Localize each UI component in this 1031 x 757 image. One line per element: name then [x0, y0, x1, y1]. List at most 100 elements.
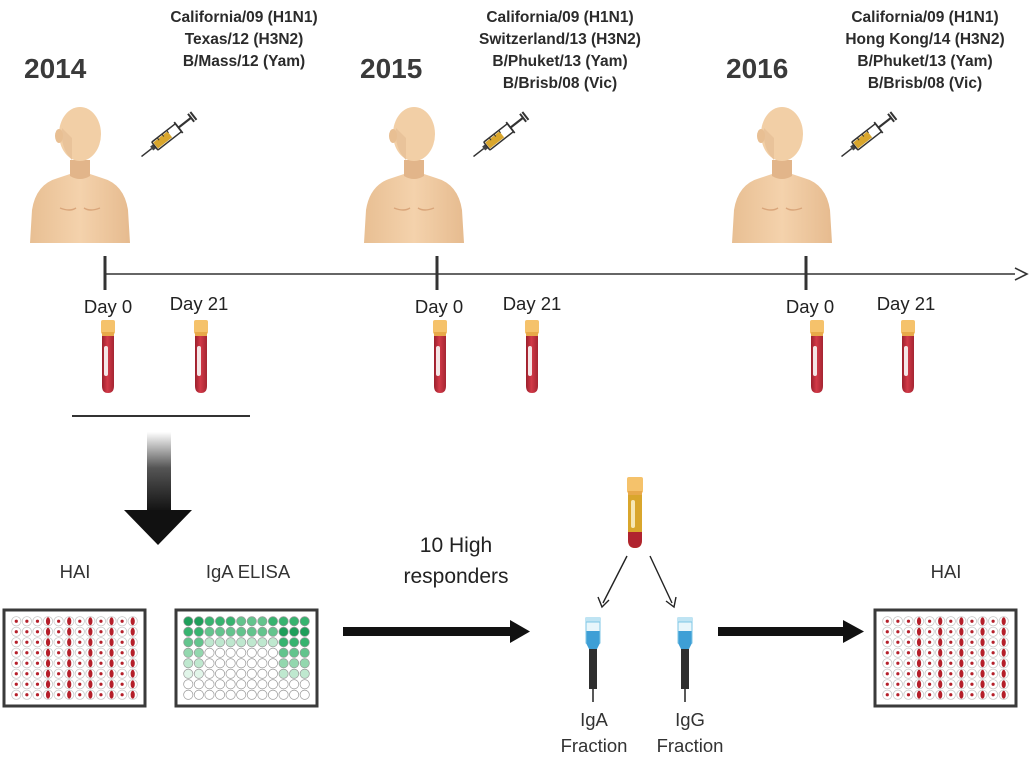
plate-well [236, 668, 247, 679]
plate-well [289, 679, 300, 690]
well-button [45, 680, 51, 689]
well-button [67, 648, 72, 657]
well-dot [885, 661, 889, 665]
year-label: 2014 [24, 53, 87, 84]
well-dot [14, 630, 18, 634]
well-button [88, 669, 93, 678]
well-button [109, 669, 114, 678]
plate-well [299, 616, 310, 627]
well-dot [885, 619, 889, 623]
well-dot [120, 640, 124, 644]
plate-well [225, 647, 236, 658]
well-button [959, 669, 964, 678]
well-dot [970, 651, 974, 655]
well-dot [99, 651, 103, 655]
well-dot [896, 640, 900, 644]
plate-well [204, 647, 215, 658]
well-dot [35, 661, 40, 665]
well-dot [970, 672, 974, 676]
plate-well [193, 668, 204, 679]
plate-well [183, 626, 194, 637]
split-arrow-right [649, 555, 673, 604]
plate-well [246, 626, 257, 637]
plate-well [246, 647, 257, 658]
plate-well [267, 626, 278, 637]
well-dot [25, 640, 29, 644]
well-dot [25, 693, 29, 697]
plate-well [236, 689, 247, 700]
well-button [980, 648, 985, 657]
well-button [45, 627, 51, 636]
well-button [916, 669, 922, 678]
well-button [88, 659, 93, 668]
well-dot [885, 682, 889, 686]
iga-elisa-plate [174, 608, 319, 708]
plate-well [299, 637, 310, 648]
plate-well [193, 637, 204, 648]
plate-well [267, 637, 278, 648]
well-button [938, 648, 943, 657]
well-button [130, 648, 135, 657]
well-button [130, 638, 135, 647]
well-button [916, 627, 922, 636]
plate-well [215, 679, 226, 690]
split-arrow-left [602, 555, 628, 604]
plate-well [193, 689, 204, 700]
plate-well [246, 668, 257, 679]
plate-well [289, 689, 300, 700]
well-dot [57, 661, 61, 665]
plate-well [246, 616, 257, 627]
well-button [67, 617, 72, 626]
well-dot [885, 630, 889, 634]
timeline [103, 256, 1029, 290]
well-dot [120, 630, 124, 634]
well-button [67, 638, 72, 647]
timeline-arrowhead [1014, 267, 1029, 281]
plate-well [225, 626, 236, 637]
well-dot [78, 682, 82, 686]
well-button [1001, 617, 1006, 626]
well-button [980, 690, 985, 699]
well-dot [25, 682, 29, 686]
plate-well [267, 616, 278, 627]
plate-well [289, 616, 300, 627]
plate-well [267, 668, 278, 679]
well-dot [78, 661, 82, 665]
well-button [109, 627, 114, 636]
plate-well [215, 658, 226, 669]
plate-well [267, 647, 278, 658]
well-dot [949, 693, 953, 697]
plate-well [257, 668, 268, 679]
plate-well [246, 658, 257, 669]
well-button [980, 669, 985, 678]
well-button [130, 690, 135, 699]
plate-well [183, 637, 194, 648]
plate-well [278, 637, 289, 648]
blood-tube-icon [433, 320, 447, 393]
plate-well [289, 637, 300, 648]
well-dot [896, 693, 900, 697]
high-responders-label-line2: responders [403, 565, 508, 588]
well-button [959, 617, 964, 626]
vaccine-strain: Switzerland/13 (H3N2) [479, 31, 641, 48]
plate-well [236, 679, 247, 690]
well-dot [25, 661, 29, 665]
well-dot [78, 630, 82, 634]
person-icon [731, 106, 833, 243]
well-button [1001, 669, 1006, 678]
hai-label: HAI [60, 561, 91, 582]
plate-well [225, 679, 236, 690]
plate-well [183, 647, 194, 658]
well-button [916, 648, 922, 657]
well-button [1001, 690, 1006, 699]
well-button [88, 627, 93, 636]
well-dot [120, 682, 124, 686]
plate-well [278, 626, 289, 637]
well-dot [35, 651, 40, 655]
well-dot [928, 640, 932, 644]
plate-well [204, 658, 215, 669]
plate-well [215, 626, 226, 637]
plate-well [204, 668, 215, 679]
well-dot [906, 693, 911, 697]
well-dot [25, 672, 29, 676]
